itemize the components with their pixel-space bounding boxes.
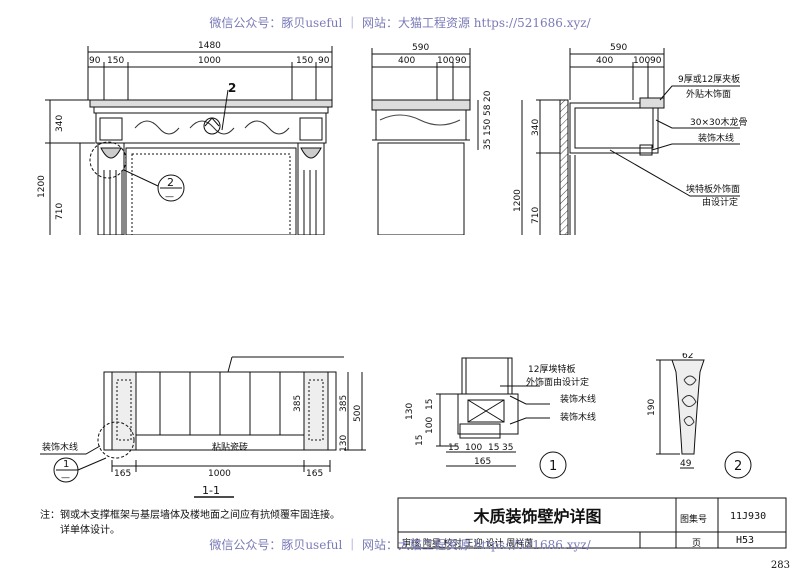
section-dim-340: 340: [531, 119, 541, 136]
plan-view: [40, 356, 366, 498]
note-line-2: 详单体设计。: [60, 525, 120, 536]
section-dim-1200: 1200: [513, 189, 523, 212]
front-dim-340: 340: [55, 115, 65, 132]
drawing-title: 木质装饰壁炉详图: [473, 507, 602, 526]
sign-row: 审核 陶星 校对 王迎 设计 周祥茵: [402, 539, 534, 549]
watermark-top: 微信公众号：豚贝useful ｜ 网站：大猫工程资源 https://52168…: [209, 16, 591, 30]
atlas-number: 11J930: [730, 511, 767, 522]
section-label-joist: 30×30木龙骨: [690, 116, 747, 128]
side-dim-590: 590: [412, 43, 429, 53]
detail1-dim-b100: 100: [465, 443, 482, 453]
plan-dim-500: 500: [353, 405, 363, 422]
section-dim-100: 100: [633, 56, 650, 66]
front-dim-710: 710: [55, 203, 65, 220]
plan-label-tile: 粘贴瓷砖: [212, 441, 248, 453]
detail1-dim-b165: 165: [474, 457, 491, 467]
front-dim-c: 1000: [198, 56, 221, 66]
plan-dim-165a: 165: [114, 469, 131, 479]
title-block-frame: [397, 497, 787, 549]
plan-caption: 1-1: [202, 484, 220, 497]
plan-callout-sub: —: [61, 473, 70, 483]
detail1-dim-15b: 15: [425, 399, 435, 410]
detail1-dim-130: 130: [405, 403, 415, 420]
front-elevation: [45, 46, 333, 236]
watermark-bottom: 微信公众号：豚贝useful ｜ 网站：大猫工程资源 https://52168…: [209, 538, 591, 552]
side-dim-150: 150: [483, 119, 493, 136]
section-label-design: 由设计定: [702, 196, 738, 208]
note-line-1: 注：钢或木支撑框架与基层墙体及楼地面之间应有抗倾覆牢固连接。: [40, 510, 340, 521]
section-dim-710: 710: [531, 207, 541, 224]
front-callout: 2: [167, 176, 174, 189]
plan-callout: 1: [63, 459, 69, 470]
front-dim-1200: 1200: [37, 175, 47, 198]
section-label-veneer: 外贴木饰面: [686, 88, 731, 100]
side-dim-90: 90: [455, 56, 467, 66]
front-detail-tag: 2: [228, 81, 236, 95]
sheet-page-number: H53: [736, 535, 755, 546]
detail1-dim-100: 100: [425, 417, 435, 434]
detail1-dim-b15a: 15: [448, 443, 459, 453]
plan-dim-385a: 385: [293, 395, 303, 412]
side-dim-100: 100: [437, 56, 454, 66]
detail1-label-finish: 外饰面由设计定: [526, 376, 589, 388]
front-dim-b: 150: [107, 56, 124, 66]
section-label-trim: 装饰木线: [698, 132, 734, 144]
detail-1: [436, 357, 567, 479]
detail1-label-etb: 12厚埃特板: [528, 363, 575, 375]
detail1-dim-b35: 35: [502, 443, 513, 453]
front-dim-d: 150: [296, 56, 313, 66]
detail1-dim-15a: 15: [415, 435, 425, 446]
detail1-label-trim-b: 装饰木线: [560, 411, 596, 423]
detail1-label-trim-a: 装饰木线: [560, 393, 596, 405]
front-dim-total: 1480: [198, 41, 221, 51]
page-label: 页: [692, 539, 702, 549]
section-label-etb: 埃特板外饰面: [686, 183, 740, 195]
side-dim-400: 400: [398, 56, 415, 66]
plan-label-trim: 装饰木线: [42, 441, 78, 453]
front-dim-a: 90: [89, 56, 101, 66]
plan-dim-385b: 385: [339, 395, 349, 412]
detail2-dim-49: 49: [680, 459, 692, 469]
detail2-callout: 2: [734, 459, 742, 474]
front-callout-sub: —: [165, 192, 174, 202]
plan-dim-165b: 165: [306, 469, 323, 479]
detail2-dim-62: 62: [682, 351, 693, 361]
front-dim-e: 90: [318, 56, 330, 66]
detail1-callout: 1: [549, 459, 557, 474]
detail1-dim-b15b: 15: [488, 443, 499, 453]
detail-2: [656, 351, 752, 479]
section-dim-90: 90: [650, 56, 662, 66]
plan-dim-1000: 1000: [208, 469, 231, 479]
side-dim-35: 35: [483, 139, 493, 150]
atlas-label: 图集号: [680, 515, 708, 525]
side-dim-20: 20: [483, 90, 493, 102]
section-dim-400: 400: [596, 56, 613, 66]
section-label-board: 9厚或12厚夹板: [678, 73, 740, 85]
detail2-dim-190: 190: [647, 399, 657, 416]
side-dim-58: 58: [483, 104, 493, 116]
plan-dim-130: 130: [339, 435, 349, 452]
side-elevation: [371, 48, 479, 236]
section-dim-590: 590: [610, 43, 627, 53]
page-number: 283: [770, 560, 790, 571]
